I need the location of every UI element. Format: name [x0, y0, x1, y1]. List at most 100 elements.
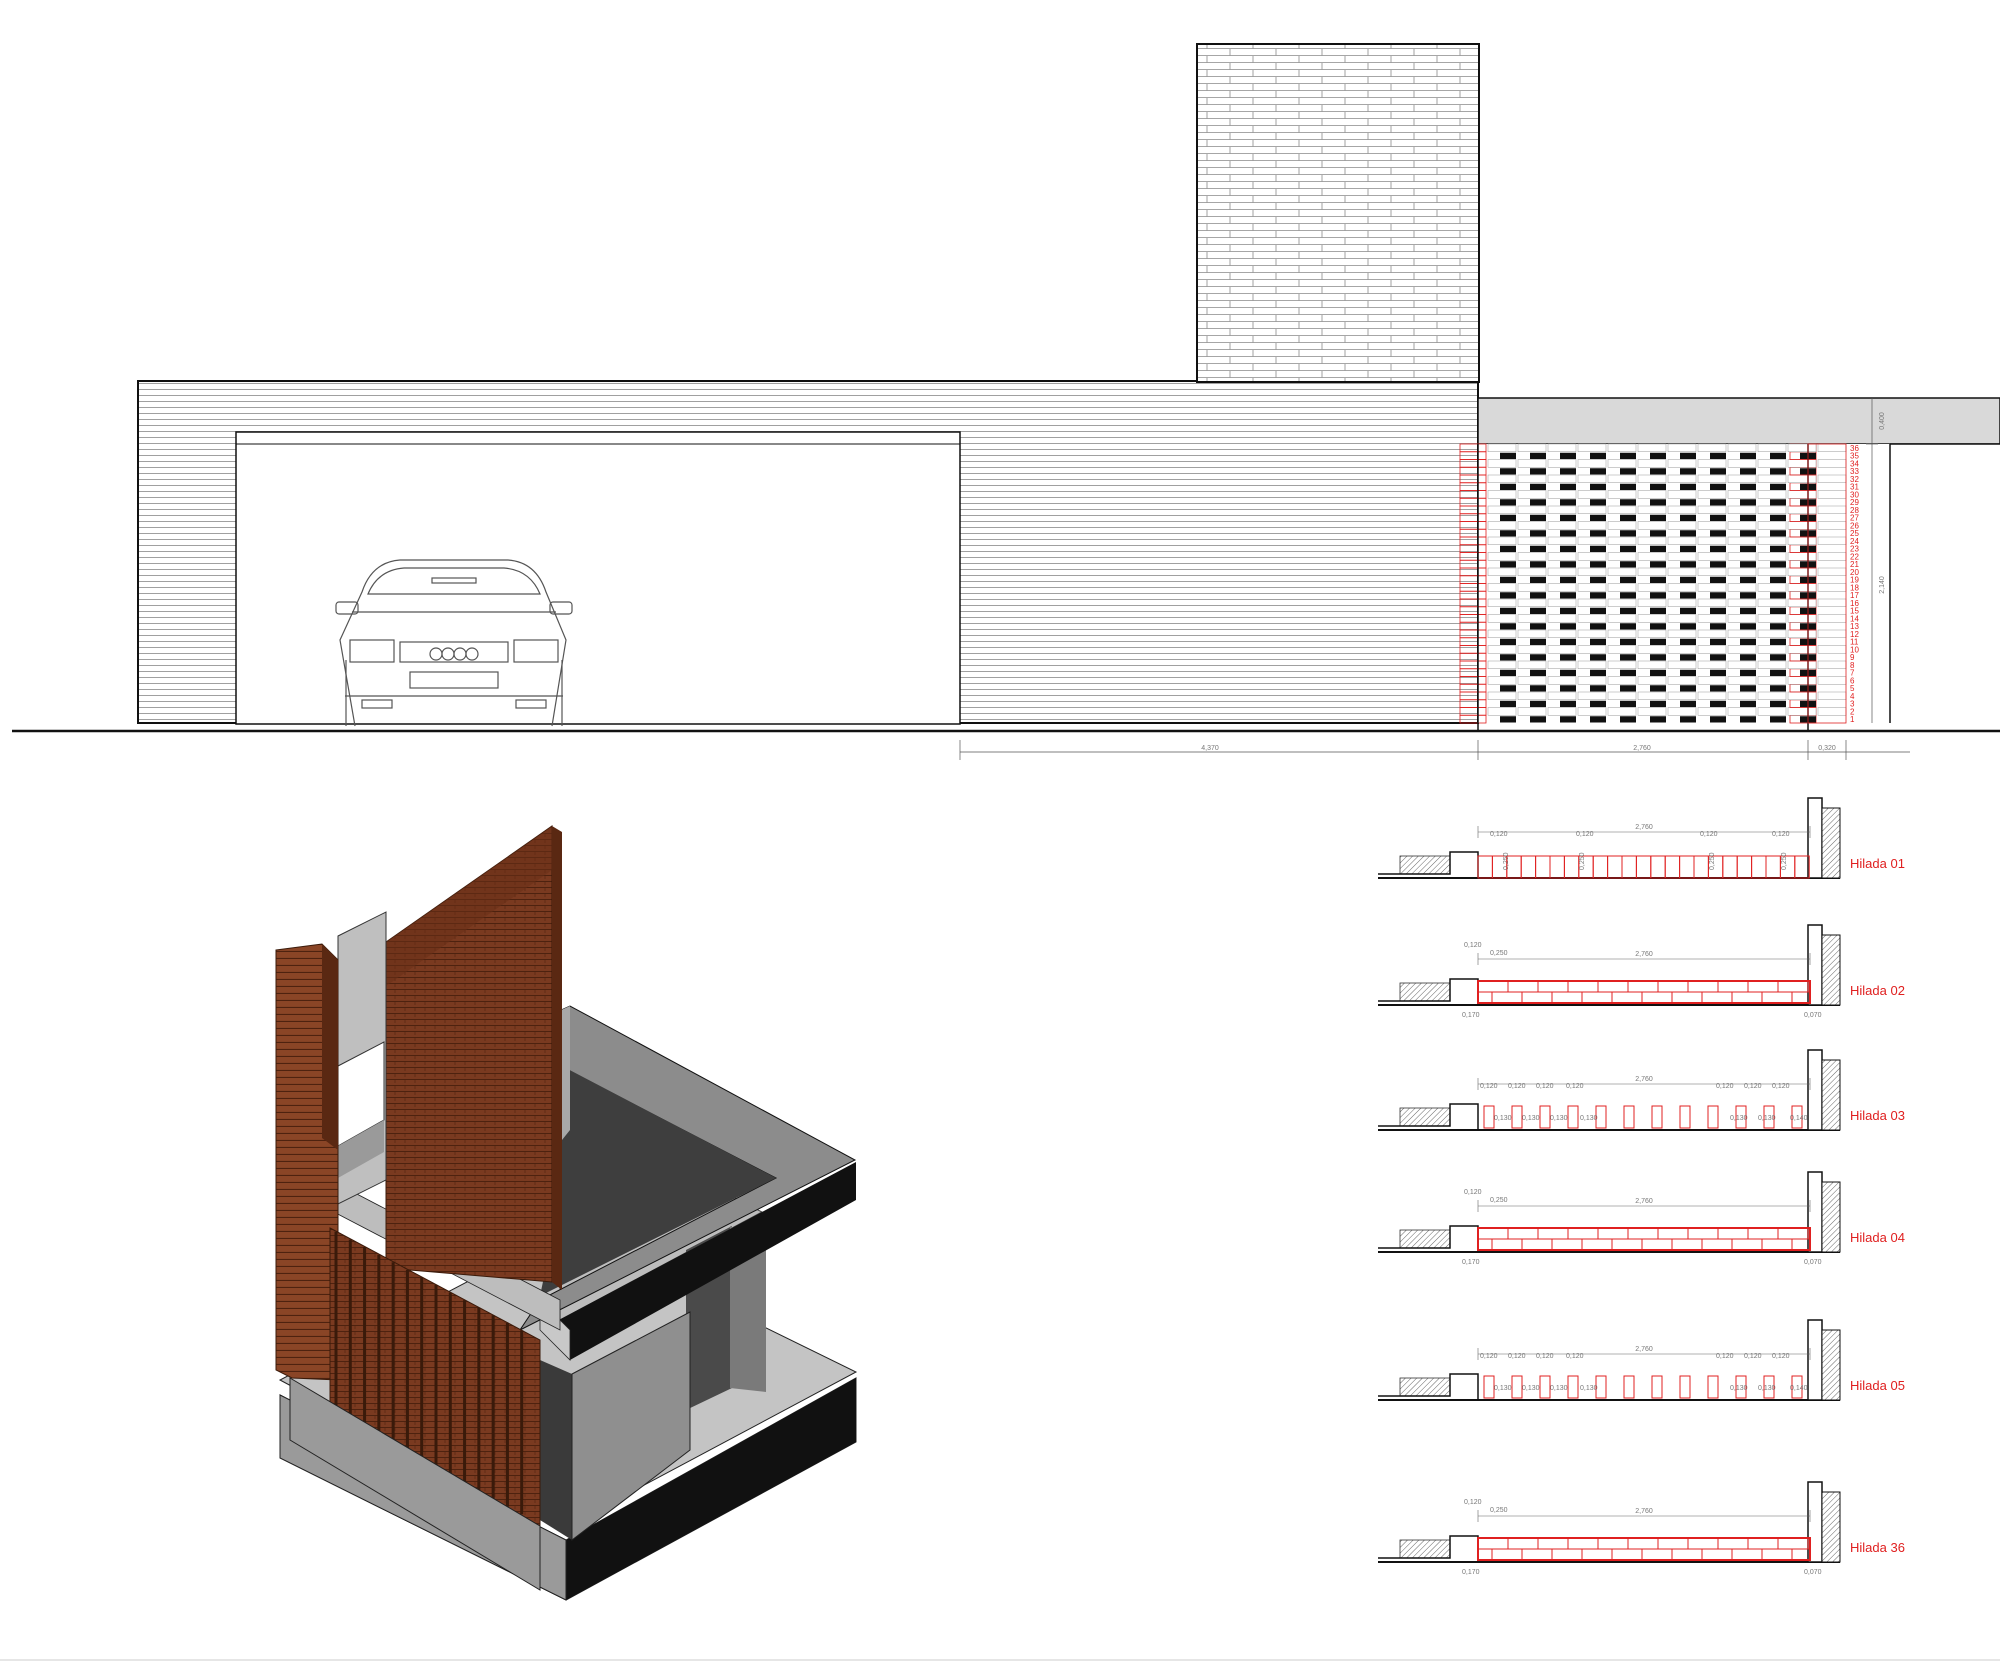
- course-number: 19: [1850, 576, 1859, 585]
- lattice-void: [1770, 545, 1786, 552]
- lattice-void: [1680, 514, 1696, 521]
- lattice-brick: [1787, 521, 1817, 530]
- elevation-drawing: 4,370 2,760 0,320 2,140 0,400 1234567891…: [12, 43, 2000, 760]
- lattice-void: [1590, 700, 1606, 707]
- lattice-brick: [1517, 474, 1547, 483]
- lattice-brick: [1517, 505, 1547, 514]
- plan-dim-top: 0,120: [1480, 1353, 1498, 1360]
- lattice-brick: [1637, 645, 1667, 654]
- plan-stretcher-brick: [1537, 1537, 1569, 1550]
- plan-dim-header: 0,120: [1772, 831, 1790, 838]
- lattice-void: [1500, 623, 1516, 630]
- lattice-void: [1770, 452, 1786, 459]
- car-front-view: [335, 559, 573, 727]
- plan-label: Hilada 01: [1850, 856, 1905, 871]
- lattice-brick: [1637, 552, 1667, 561]
- lattice-brick: [1817, 490, 1847, 499]
- lattice-void: [1530, 561, 1546, 568]
- plan-label: Hilada 36: [1850, 1540, 1905, 1555]
- lattice-void: [1770, 716, 1786, 723]
- lattice-void: [1770, 561, 1786, 568]
- lattice-void: [1560, 530, 1576, 537]
- plan-label: Hilada 03: [1850, 1108, 1905, 1123]
- lattice-void: [1500, 483, 1516, 490]
- lattice-brick: [1667, 614, 1697, 623]
- lattice-void: [1590, 468, 1606, 475]
- lattice-brick: [1697, 614, 1727, 623]
- plan-stretcher-brick: [1491, 1238, 1523, 1251]
- plan-left-wall-hatch: [1399, 1107, 1451, 1127]
- lattice-brick: [1697, 691, 1727, 700]
- lattice-void: [1620, 514, 1636, 521]
- plan-header-brick: [1722, 855, 1738, 879]
- lattice-void: [1710, 514, 1726, 521]
- lattice-void: [1530, 592, 1546, 599]
- lattice-void: [1740, 561, 1756, 568]
- lattice-brick: [1817, 676, 1847, 685]
- plan-dim-top: 0,120: [1536, 1353, 1554, 1360]
- lattice-void: [1710, 499, 1726, 506]
- plan-right-wall: [1821, 807, 1841, 879]
- course-number: 24: [1850, 537, 1859, 546]
- plan-dim-vertical: 0,250: [1709, 852, 1716, 870]
- plan-dim-b: 0,250: [1490, 950, 1508, 957]
- lattice-void: [1500, 499, 1516, 506]
- lattice-void: [1620, 530, 1636, 537]
- lattice-brick: [1667, 490, 1697, 499]
- plan-dim-inner: 0,130: [1550, 1115, 1568, 1122]
- lattice-void: [1560, 545, 1576, 552]
- lattice-void: [1740, 685, 1756, 692]
- lattice-void: [1650, 561, 1666, 568]
- lattice-void: [1620, 607, 1636, 614]
- plan-stretcher-brick: [1477, 980, 1509, 993]
- lattice-brick: [1727, 474, 1757, 483]
- lattice-void: [1620, 623, 1636, 630]
- lattice-brick: [1487, 490, 1517, 499]
- lattice-brick: [1517, 459, 1547, 468]
- lattice-void: [1710, 545, 1726, 552]
- plan-dim-top: 0,120: [1772, 1083, 1790, 1090]
- plan-stretcher-brick: [1597, 1537, 1629, 1550]
- lattice-brick: [1817, 552, 1847, 561]
- plan-dim-inner: 0,130: [1758, 1385, 1776, 1392]
- lattice-brick: [1667, 660, 1697, 669]
- plan-dim-total: 2,760: [1635, 1198, 1653, 1205]
- lattice-void: [1710, 685, 1726, 692]
- plan-stretcher-brick: [1567, 1537, 1599, 1550]
- plan-gap-brick: [1623, 1375, 1635, 1399]
- lattice-brick: [1757, 614, 1787, 623]
- lattice-void: [1710, 530, 1726, 537]
- lattice-brick: [1667, 567, 1697, 576]
- lattice-void: [1590, 654, 1606, 661]
- plan-dim-inner: 0,130: [1494, 1115, 1512, 1122]
- plan-dim-top: 0,120: [1744, 1353, 1762, 1360]
- lattice-brick: [1517, 676, 1547, 685]
- plan-stretcher-brick: [1581, 991, 1613, 1004]
- course-number: 7: [1850, 669, 1855, 678]
- lattice-brick: [1487, 567, 1517, 576]
- lattice-brick: [1607, 691, 1637, 700]
- lattice-void: [1500, 545, 1516, 552]
- lattice-brick: [1577, 583, 1607, 592]
- plan-stretcher-brick: [1777, 980, 1809, 993]
- lattice-brick: [1547, 536, 1577, 545]
- lattice-void: [1530, 654, 1546, 661]
- lattice-brick: [1697, 536, 1727, 545]
- lattice-void: [1530, 700, 1546, 707]
- plan-dim-top: 0,120: [1480, 1083, 1498, 1090]
- lattice-brick: [1787, 598, 1817, 607]
- lattice-void: [1680, 700, 1696, 707]
- lattice-brick: [1517, 521, 1547, 530]
- plan-dim-inner: 0,130: [1550, 1385, 1568, 1392]
- lattice-void: [1740, 530, 1756, 537]
- plan-header-brick: [1693, 855, 1709, 879]
- lattice-brick: [1667, 598, 1697, 607]
- plan-course-outline: [1477, 1537, 1811, 1561]
- plan-gap-brick: [1679, 1105, 1691, 1129]
- lattice-brick: [1547, 583, 1577, 592]
- plan-dim-top: 0,120: [1508, 1353, 1526, 1360]
- plan-header-brick: [1751, 855, 1767, 879]
- course-number: 34: [1850, 459, 1859, 468]
